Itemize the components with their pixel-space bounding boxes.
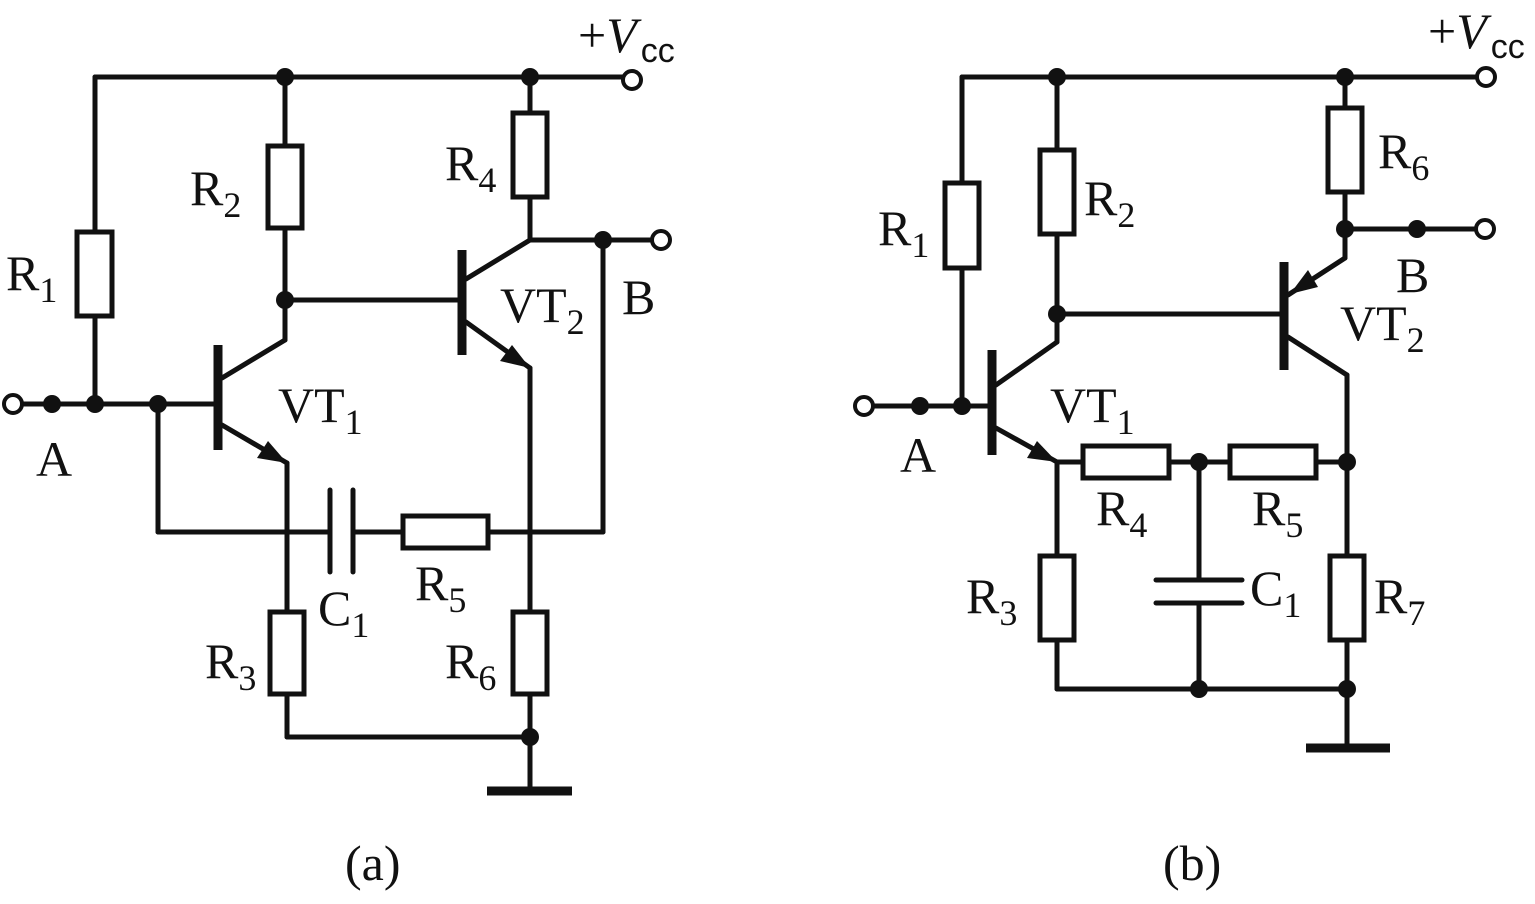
output-label: B xyxy=(1396,247,1429,303)
output-terminal xyxy=(1474,218,1496,240)
r4-label: R4 xyxy=(1096,480,1147,545)
r5-label: R5 xyxy=(1252,480,1303,545)
capacitor-c1 xyxy=(1153,577,1245,606)
r1-label: R1 xyxy=(878,200,929,265)
resistor-r6 xyxy=(510,609,550,697)
r3-label: R3 xyxy=(205,633,256,698)
r6-label: R6 xyxy=(1378,123,1429,188)
c1-label: C1 xyxy=(318,580,369,645)
r5-label: R5 xyxy=(415,555,466,620)
input-label: A xyxy=(900,427,936,483)
supply-terminal xyxy=(1475,66,1497,88)
r2-label: R2 xyxy=(190,160,241,225)
vt1-emitter-arrow xyxy=(1027,441,1057,462)
r4-label: R4 xyxy=(445,135,496,200)
caption-b: (b) xyxy=(1163,835,1221,891)
resistor-r3 xyxy=(267,609,307,697)
supply-terminal xyxy=(621,69,643,91)
c1-label: C1 xyxy=(1250,560,1301,625)
input-label: A xyxy=(36,431,72,487)
resistor-r2 xyxy=(1037,147,1077,237)
resistor-r3 xyxy=(1037,553,1077,643)
r7-label: R7 xyxy=(1374,568,1425,633)
r6-label: R6 xyxy=(445,633,496,698)
circuit-b: +Vcc A B R1 R2 R3 R4 R5 R6 R7 C1 VT1 VT2… xyxy=(853,3,1525,891)
resistor-r4 xyxy=(1080,443,1172,481)
vt1-emitter-arrow xyxy=(257,441,287,463)
input-terminal xyxy=(853,395,875,417)
output-terminal xyxy=(650,229,672,251)
vt2-label: VT2 xyxy=(500,277,585,342)
vt1-label: VT1 xyxy=(1050,377,1135,442)
resistor-r1 xyxy=(942,180,982,271)
resistor-r5 xyxy=(400,513,491,551)
input-terminal xyxy=(2,393,24,415)
caption-a: (a) xyxy=(345,835,401,891)
vt2-emitter-arrow xyxy=(500,345,530,368)
r3-label: R3 xyxy=(966,568,1017,633)
vt2-emitter-arrow xyxy=(1290,270,1318,294)
circuit-b-wires xyxy=(869,74,1480,751)
circuit-a-wires xyxy=(19,74,655,793)
resistor-r6 xyxy=(1325,105,1365,195)
resistor-r7 xyxy=(1327,553,1367,643)
resistor-r4 xyxy=(510,110,550,200)
output-label: B xyxy=(622,269,655,325)
vt1-label: VT1 xyxy=(278,377,363,442)
vt2-label: VT2 xyxy=(1340,295,1425,360)
resistor-r5 xyxy=(1227,443,1319,481)
resistor-r1 xyxy=(74,229,115,319)
r1-label: R1 xyxy=(6,245,57,310)
capacitor-c1 xyxy=(327,487,356,575)
r2-label: R2 xyxy=(1084,170,1135,235)
resistor-r2 xyxy=(265,143,305,231)
junction-dots xyxy=(43,68,612,746)
junction-dots xyxy=(911,68,1426,698)
